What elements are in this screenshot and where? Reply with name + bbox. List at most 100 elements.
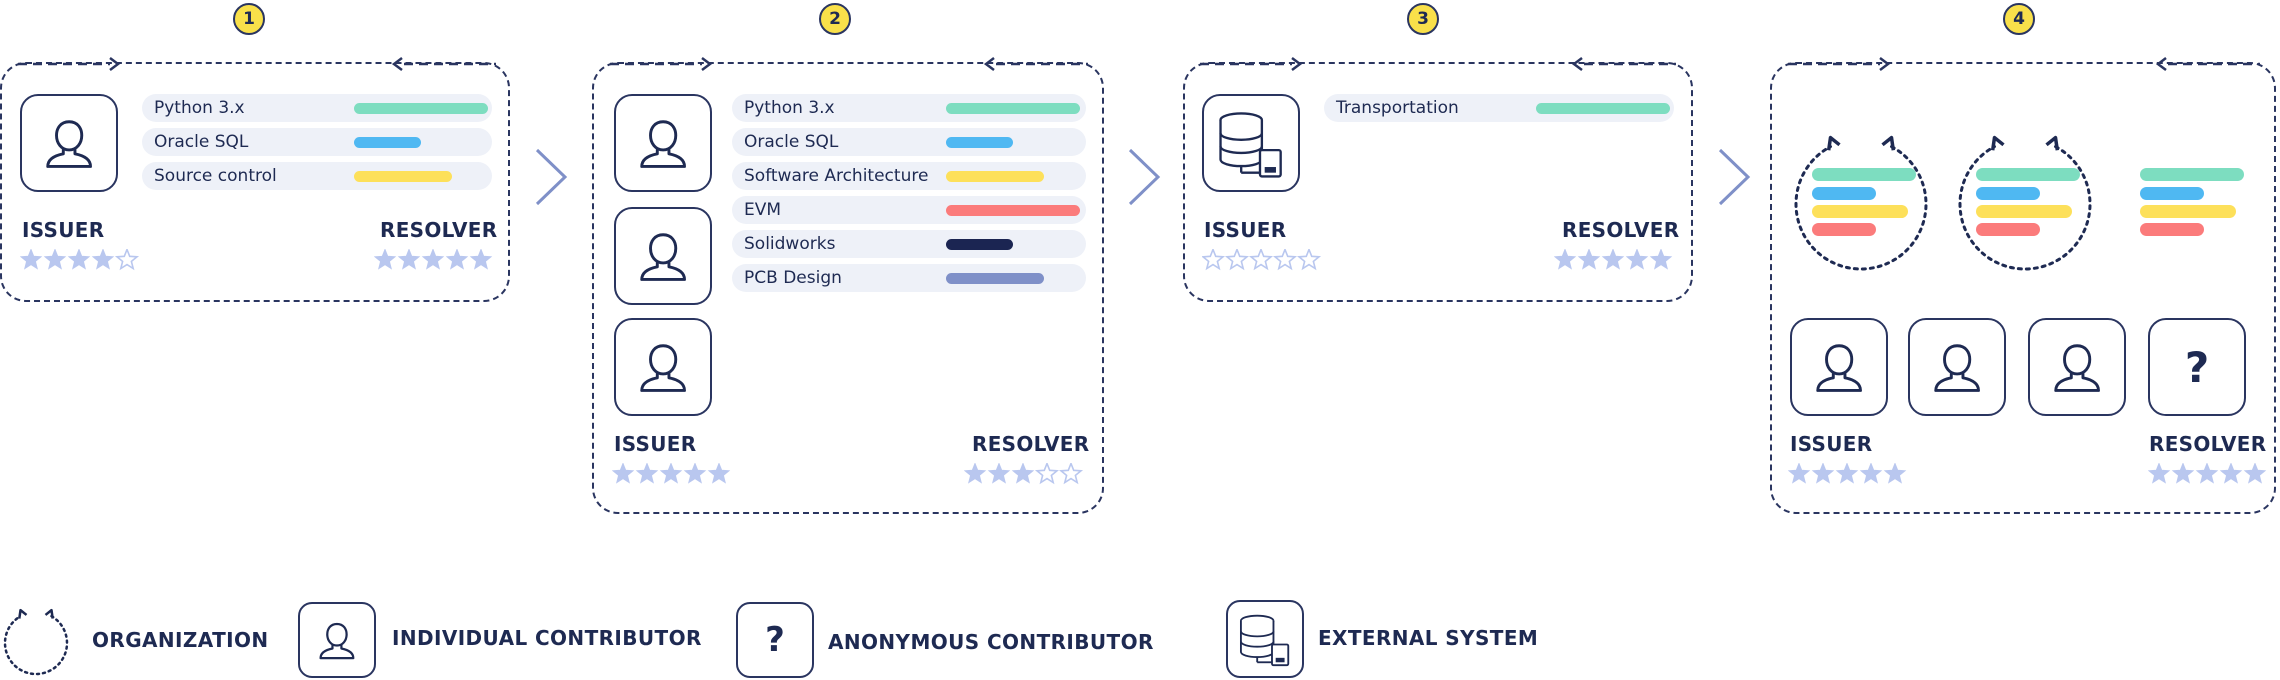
empty-star-icon — [1296, 249, 1322, 271]
skill-level-bar — [946, 137, 1013, 148]
filled-star-icon — [2243, 463, 2267, 484]
skill-level-bar — [946, 103, 1080, 114]
filled-star-icon — [987, 463, 1011, 484]
filled-star-icon — [374, 249, 397, 270]
step-number-badge: 2 — [819, 3, 851, 35]
skill-level-bar — [1812, 223, 1876, 236]
filled-star-icon — [91, 249, 115, 270]
anonymous-contributor-icon: ? — [736, 602, 814, 678]
skill-row: Transportation — [1324, 94, 1674, 122]
filled-star-icon — [1883, 463, 1907, 484]
person-icon — [2054, 344, 2100, 392]
filled-star-icon — [1625, 249, 1649, 270]
legend-anonymous-label: ANONYMOUS CONTRIBUTOR — [828, 630, 1154, 654]
filled-star-icon — [2171, 463, 2195, 484]
question-icon: ? — [2184, 342, 2210, 392]
right-flow-arrow — [1788, 57, 1891, 71]
filled-star-icon — [1011, 463, 1035, 484]
empty-star-icon — [114, 249, 140, 271]
individual-contributor-avatar — [1908, 318, 2006, 416]
empty-star-icon — [1272, 249, 1298, 271]
skill-level-bar — [1976, 223, 2040, 236]
individual-contributor-avatar — [614, 94, 712, 192]
skill-level-bar — [2140, 187, 2204, 200]
issuer-rating-stars — [1202, 249, 1322, 271]
skill-level-bar — [2140, 223, 2204, 236]
legend-external-label: EXTERNAL SYSTEM — [1318, 626, 1539, 650]
person-icon — [640, 344, 686, 392]
skill-row: Oracle SQL — [142, 128, 492, 156]
resolver-label: RESOLVER — [1562, 218, 1680, 242]
filled-star-icon — [707, 463, 731, 484]
resolver-rating-stars — [1554, 249, 1673, 270]
step-panel — [592, 62, 1104, 514]
skill-level-bar — [1976, 168, 2080, 181]
empty-star-icon — [1034, 463, 1060, 485]
filled-star-icon — [1601, 249, 1625, 270]
filled-star-icon — [469, 249, 493, 270]
left-flow-arrow — [392, 57, 496, 71]
resolver-rating-stars — [964, 463, 1084, 485]
filled-star-icon — [2148, 463, 2171, 484]
resolver-rating-stars — [374, 249, 493, 270]
left-flow-arrow — [1572, 57, 1676, 71]
empty-star-icon — [1058, 463, 1084, 485]
organization-icon — [3, 608, 69, 676]
filled-star-icon — [445, 249, 469, 270]
skill-level-bar — [354, 171, 452, 182]
issuer-label: ISSUER — [1790, 432, 1873, 456]
skill-row: Python 3.x — [732, 94, 1086, 122]
filled-star-icon — [1554, 249, 1577, 270]
skill-level-bar — [1812, 205, 1908, 218]
next-step-chevron-icon — [1128, 148, 1161, 206]
skill-level-bar — [1812, 168, 1916, 181]
person-icon — [1934, 344, 1980, 392]
filled-star-icon — [1788, 463, 1811, 484]
person-icon — [640, 233, 686, 281]
skill-level-bar — [1976, 205, 2072, 218]
left-flow-arrow — [2156, 57, 2260, 71]
filled-star-icon — [964, 463, 987, 484]
skill-row: EVM — [732, 196, 1086, 224]
individual-contributor-avatar — [1790, 318, 1888, 416]
legend-organization-label: ORGANIZATION — [92, 628, 269, 652]
person-icon — [46, 120, 92, 168]
issuer-label: ISSUER — [1204, 218, 1287, 242]
filled-star-icon — [1649, 249, 1673, 270]
individual-contributor-icon — [298, 602, 376, 678]
right-flow-arrow — [1200, 57, 1303, 71]
filled-star-icon — [1577, 249, 1601, 270]
skill-row: Python 3.x — [142, 94, 492, 122]
skill-row: PCB Design — [732, 264, 1086, 292]
filled-star-icon — [659, 463, 683, 484]
individual-contributor-avatar — [614, 207, 712, 305]
next-step-chevron-icon — [535, 148, 568, 206]
skill-level-bar — [1976, 187, 2040, 200]
question-icon: ? — [765, 620, 785, 660]
step-panel — [1770, 62, 2276, 514]
next-step-chevron-icon — [1718, 148, 1751, 206]
step-panel — [1183, 62, 1693, 302]
filled-star-icon — [1835, 463, 1859, 484]
right-flow-arrow — [18, 57, 121, 71]
filled-star-icon — [683, 463, 707, 484]
step-number-badge: 3 — [1407, 3, 1439, 35]
resolver-rating-stars — [2148, 463, 2267, 484]
external-system-icon — [1226, 600, 1304, 678]
skill-level-bar — [946, 171, 1044, 182]
skill-level-bar — [354, 103, 488, 114]
organization-icon — [1794, 135, 1928, 271]
issuer-rating-stars — [1788, 463, 1907, 484]
skill-level-bar — [354, 137, 421, 148]
filled-star-icon — [2195, 463, 2219, 484]
skill-level-bar — [946, 239, 1013, 250]
resolver-label: RESOLVER — [380, 218, 498, 242]
skill-level-bar — [946, 205, 1080, 216]
filled-star-icon — [43, 249, 67, 270]
organization-icon — [1958, 135, 2092, 271]
individual-contributor-avatar — [2028, 318, 2126, 416]
empty-star-icon — [1248, 249, 1274, 271]
issuer-rating-stars — [612, 463, 731, 484]
person-icon — [640, 120, 686, 168]
resolver-label: RESOLVER — [2149, 432, 2267, 456]
